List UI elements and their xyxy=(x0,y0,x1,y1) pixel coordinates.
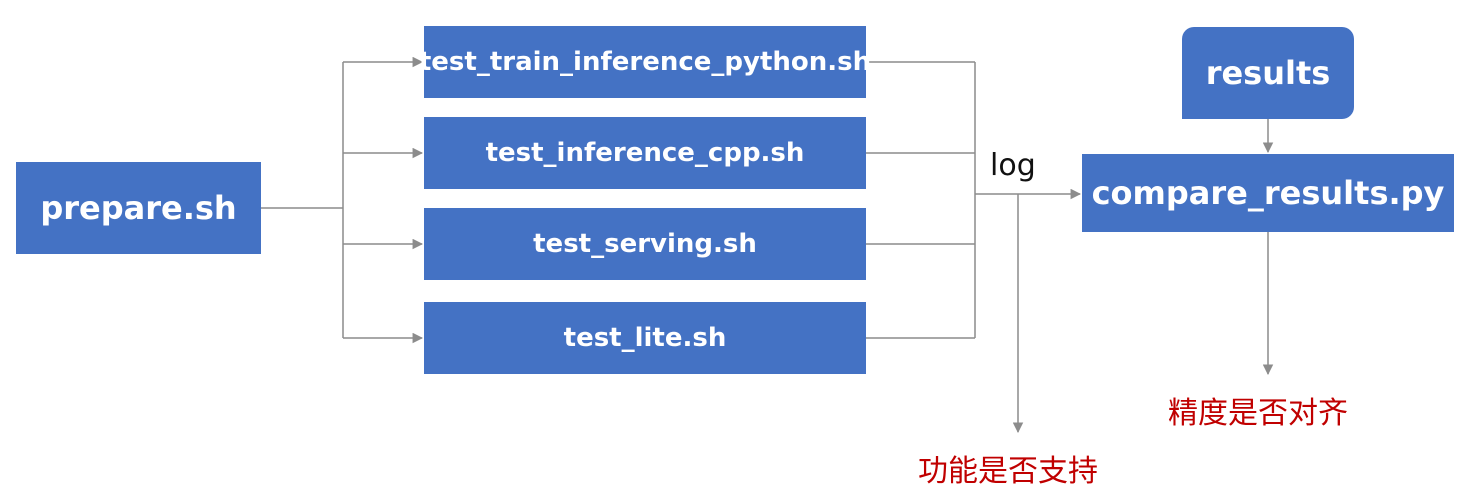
lite-node: test_lite.sh xyxy=(424,302,866,374)
prepare-script-node: prepare.sh xyxy=(16,162,261,254)
train-inference-python-node: test_train_inference_python.sh xyxy=(419,26,871,98)
results-node: results xyxy=(1182,27,1354,119)
functionality-check-label: 功能是否支持 xyxy=(918,454,1098,489)
log-label: log xyxy=(990,148,1036,183)
inference-cpp-node: test_inference_cpp.sh xyxy=(424,117,866,189)
compare-results-node: compare_results.py xyxy=(1082,154,1454,232)
serving-node: test_serving.sh xyxy=(424,208,866,280)
accuracy-check-label: 精度是否对齐 xyxy=(1168,396,1348,431)
